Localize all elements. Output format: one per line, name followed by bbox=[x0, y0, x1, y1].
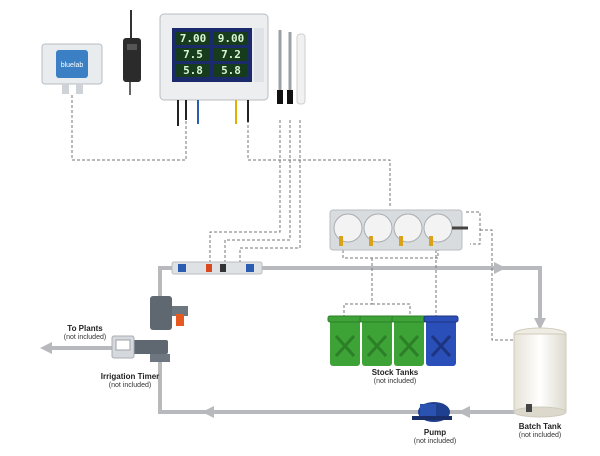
dash-tank-right bbox=[372, 303, 411, 316]
stock-tanks bbox=[327, 315, 459, 366]
label-batch-tank: Batch Tank (not included) bbox=[518, 422, 562, 439]
probes bbox=[277, 30, 306, 105]
junction-box: bluelab bbox=[41, 43, 103, 94]
lcd-cell-bg bbox=[214, 48, 248, 61]
lcd-readout-left-3: 5.8 bbox=[183, 64, 203, 77]
dash-doser-base bbox=[342, 250, 439, 259]
dash-controller-doser bbox=[247, 120, 391, 208]
label-stock-tanks: Stock Tanks (not included) bbox=[371, 368, 419, 385]
irrigation-timer bbox=[111, 335, 135, 359]
arrow-right-top bbox=[494, 262, 506, 274]
dash-doser-side bbox=[466, 211, 481, 245]
controller-unit: 7.00 9.00 7.5 7.2 5.8 5.8 bbox=[159, 13, 269, 126]
dash-tank-left bbox=[343, 258, 373, 316]
stock-tank-green-1 bbox=[327, 315, 363, 366]
dash-probe2 bbox=[224, 120, 291, 262]
dash-probe3 bbox=[239, 120, 301, 262]
stock-tank-green-2 bbox=[359, 315, 395, 366]
lcd-readout-right-2: 7.2 bbox=[221, 48, 241, 61]
lcd-cell-bg bbox=[176, 64, 210, 77]
dash-logger bbox=[71, 95, 187, 161]
lcd-cell-bg bbox=[176, 32, 210, 45]
wifi-dongle bbox=[123, 10, 141, 95]
logo-text: bluelab bbox=[61, 62, 84, 69]
doser-unit bbox=[329, 209, 468, 251]
lcd-cell-bg bbox=[176, 48, 210, 61]
pipe-bottom bbox=[158, 358, 522, 414]
lcd-cell-bg bbox=[214, 64, 248, 77]
lcd-readout-left-2: 7.5 bbox=[183, 48, 203, 61]
lcd-readout-right-3: 5.8 bbox=[221, 64, 241, 77]
pump bbox=[412, 402, 452, 422]
lcd-readout-left-1: 7.00 bbox=[180, 32, 207, 45]
dash-batch bbox=[480, 229, 520, 341]
arrow-down-batch bbox=[534, 318, 546, 330]
label-irrigation-timer: Irrigation Timer (not included) bbox=[100, 372, 160, 389]
lcd-cell-bg bbox=[214, 32, 248, 45]
arrow-left-bottom2 bbox=[202, 406, 214, 418]
batch-tank bbox=[513, 327, 567, 418]
label-to-plants: To Plants (not included) bbox=[63, 324, 107, 341]
sensor-manifold bbox=[171, 261, 263, 275]
stock-tank-green-3 bbox=[391, 315, 427, 366]
lcd-readout-right-1: 9.00 bbox=[218, 32, 245, 45]
stock-tank-blue bbox=[423, 315, 459, 366]
dash-probe1 bbox=[209, 120, 281, 262]
arrow-to-plants bbox=[40, 342, 52, 354]
dashed-lines bbox=[71, 95, 520, 341]
arrow-left-bottom1 bbox=[458, 406, 470, 418]
label-pump: Pump (not included) bbox=[413, 428, 457, 445]
